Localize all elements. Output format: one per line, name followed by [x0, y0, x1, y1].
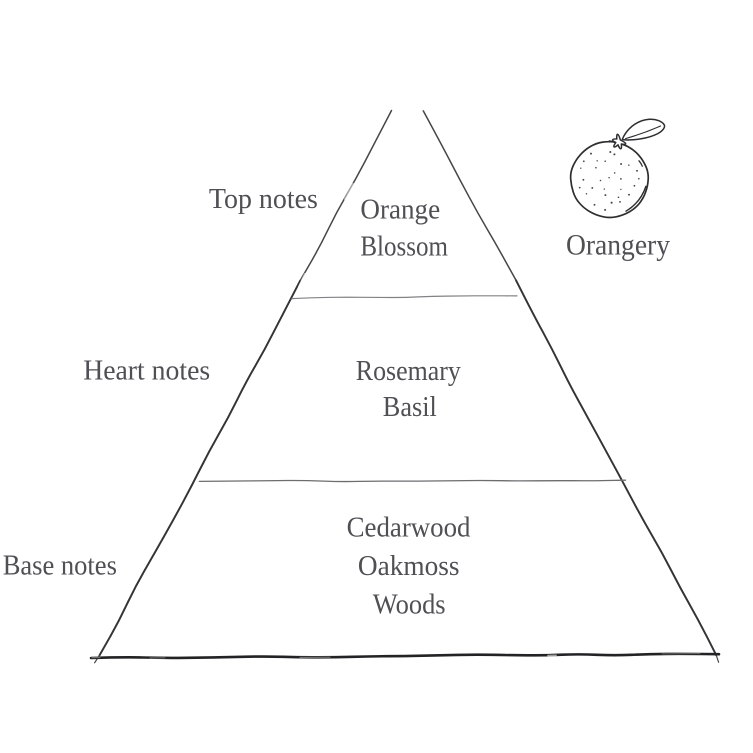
svg-text:Blossom: Blossom	[360, 231, 448, 262]
svg-text:Heart notes: Heart notes	[83, 356, 210, 387]
svg-text:Rosemary: Rosemary	[356, 356, 461, 387]
svg-text:Orange: Orange	[360, 195, 440, 226]
svg-text:Basil: Basil	[383, 392, 437, 423]
svg-text:Woods: Woods	[373, 590, 446, 621]
svg-text:Base notes: Base notes	[3, 551, 117, 582]
svg-text:Cedarwood: Cedarwood	[347, 513, 471, 544]
svg-text:Top notes: Top notes	[209, 184, 318, 215]
svg-text:Oakmoss: Oakmoss	[358, 551, 460, 582]
svg-text:Orangery: Orangery	[566, 229, 670, 262]
